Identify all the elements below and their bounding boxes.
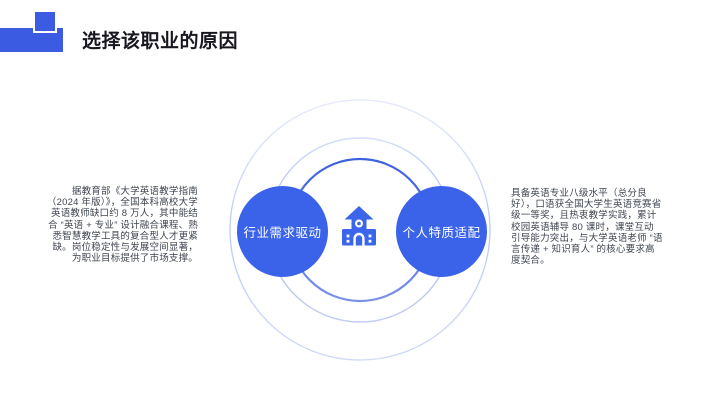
node-industry-demand-label: 行业需求驱动 xyxy=(243,226,322,240)
node-personal-fit: 个人特质适配 xyxy=(396,186,487,277)
right-paragraph: 具备英语专业八级水平（总分良好），口语获全国大学生英语竞赛省级一等奖，且热衷教学… xyxy=(511,188,663,267)
header-accent-square xyxy=(33,10,57,33)
node-personal-fit-label: 个人特质适配 xyxy=(402,226,481,240)
slide-title: 选择该职业的原因 xyxy=(82,31,239,52)
left-paragraph: 据教育部《大学英语教学指南（2024 年版）》，全国本科高校大学英语教师缺口约 … xyxy=(46,186,198,265)
school-building-icon xyxy=(342,206,376,246)
node-industry-demand: 行业需求驱动 xyxy=(237,186,328,277)
